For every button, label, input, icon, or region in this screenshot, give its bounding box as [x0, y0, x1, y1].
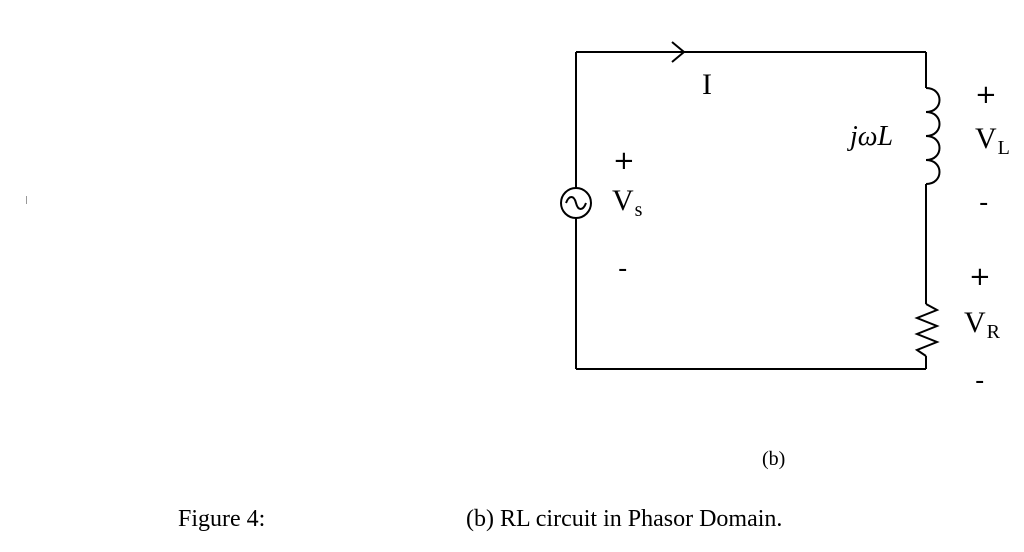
subfigure-label: (b): [762, 448, 786, 470]
current-label: I: [702, 68, 712, 101]
stray-mark: [26, 196, 27, 204]
inductor-voltage-label: VL: [975, 122, 1010, 159]
inductor-plus-sign: +: [975, 80, 997, 110]
inductor-minus-sign: -: [979, 188, 989, 218]
current-arrow: [671, 41, 686, 63]
resistor-plus-sign: +: [969, 262, 991, 292]
inductor-icon: [925, 87, 941, 185]
ac-source-wave: [565, 196, 587, 210]
inductor-impedance-label: jωL: [850, 121, 894, 152]
figure-number-label: Figure 4:: [178, 506, 266, 532]
resistor-icon: [914, 303, 940, 357]
figure-caption: (b) RL circuit in Phasor Domain.: [466, 506, 783, 532]
source-plus-sign: +: [613, 146, 635, 176]
source-voltage-label: Vs: [612, 184, 643, 221]
source-minus-sign: -: [618, 254, 628, 284]
resistor-voltage-label: VR: [964, 306, 1001, 343]
resistor-minus-sign: -: [975, 366, 985, 396]
